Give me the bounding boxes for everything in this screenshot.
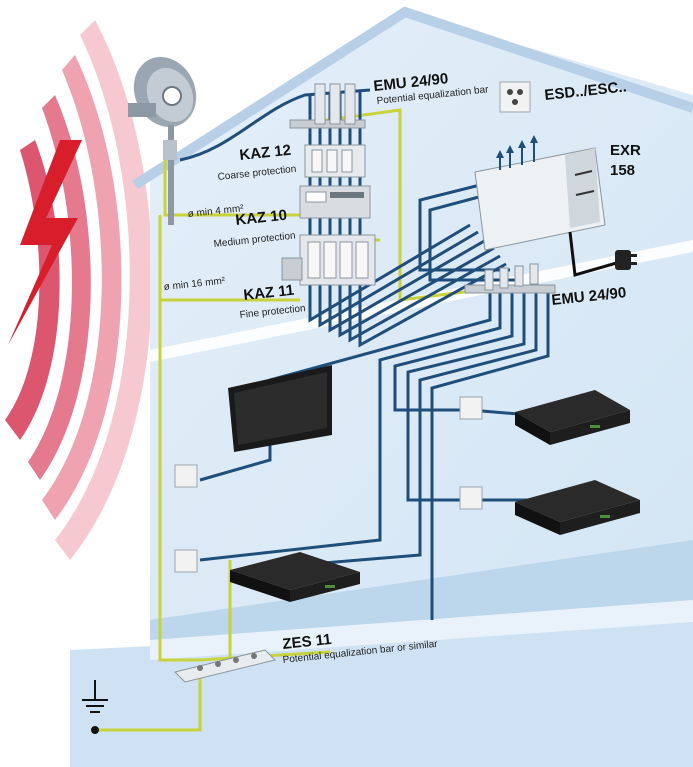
kaz10-module — [299, 185, 371, 219]
wall-sockets — [174, 396, 483, 573]
surge-waves — [5, 20, 153, 560]
arrow-up-icons — [496, 135, 538, 170]
lightning-bolt-icon — [8, 140, 82, 345]
emu-bottom-bar — [464, 263, 556, 294]
kaz12-module — [304, 144, 366, 178]
zes11-bar — [174, 649, 276, 683]
zes11-label: ZES 11 — [282, 631, 333, 653]
exr-number-label: 158 — [610, 162, 635, 179]
receiver-bottom-left — [230, 552, 360, 602]
power-plug-icon — [568, 231, 637, 277]
kaz11-label: KAZ 11 — [243, 282, 295, 304]
earth-ground-icon — [82, 680, 108, 734]
kaz12-label: KAZ 12 — [239, 142, 292, 164]
esd-socket — [499, 81, 531, 113]
satellite-dish-icon — [128, 56, 197, 225]
kaz10-label: KAZ 10 — [235, 207, 288, 229]
emu-top-bar — [289, 83, 366, 129]
receiver-top-right — [515, 390, 630, 445]
exr158-multiswitch — [474, 147, 606, 251]
receiver-mid-right — [515, 480, 640, 535]
kaz11-module — [281, 234, 376, 286]
television — [228, 365, 332, 452]
exr-label: EXR — [610, 142, 641, 159]
